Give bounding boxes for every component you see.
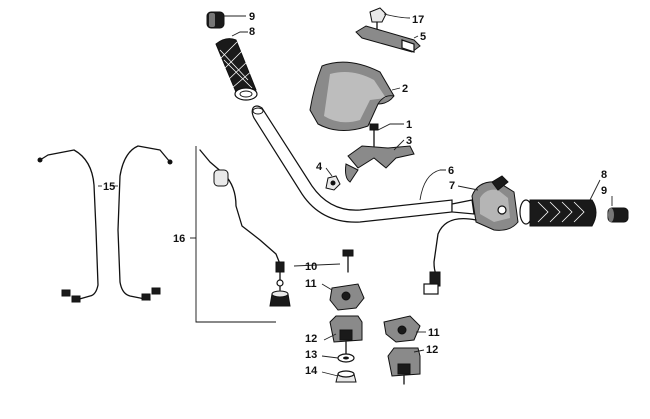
brake-cable-left (37, 149, 99, 303)
brake-cable-right (117, 145, 173, 301)
callout-9-right: 9 (601, 185, 607, 197)
callout-5: 5 (420, 31, 426, 43)
callout-2: 2 (402, 83, 408, 95)
mounting-bracket (345, 145, 415, 183)
throttle-cable-harness (423, 217, 477, 295)
nut (325, 175, 341, 191)
throttle-housing (451, 175, 519, 231)
clamp-cap-left (329, 283, 365, 311)
washer (337, 353, 355, 363)
handlebar-pad-clip (355, 25, 421, 53)
callout-12-right: 12 (426, 344, 438, 356)
callout-4: 4 (316, 161, 323, 173)
callout-17: 17 (412, 14, 424, 26)
callout-13: 13 (305, 349, 317, 361)
clamp-nut (335, 370, 357, 383)
callout-12-left: 12 (305, 333, 317, 345)
leader-lines (98, 13, 613, 377)
callout-10: 10 (305, 261, 317, 273)
callout-8-left: 8 (249, 26, 255, 38)
callout-3: 3 (406, 135, 412, 147)
clamp-bolt (342, 249, 354, 273)
handlebar-cover (309, 61, 395, 131)
bolt (369, 123, 379, 147)
callout-1: 1 (406, 119, 412, 131)
hand-grip-left (215, 38, 258, 101)
fastener (369, 7, 387, 31)
callout-15: 15 (103, 181, 115, 193)
callout-11-left: 11 (305, 278, 317, 290)
callout-7: 7 (449, 180, 455, 192)
throttle-cable-group (190, 146, 291, 323)
callout-6: 6 (448, 165, 454, 177)
clamp-base-right (387, 347, 421, 385)
callout-9-left: 9 (249, 11, 255, 23)
callout-11-right: 11 (428, 327, 440, 339)
callout-labels: 9 8 17 5 2 1 3 4 6 7 8 9 15 16 10 11 12 … (103, 11, 607, 377)
callout-8-right: 8 (601, 169, 607, 181)
clamp-cap-right (383, 315, 421, 343)
callout-16: 16 (173, 233, 185, 245)
clamp-base-left (329, 315, 363, 355)
hand-grip-right (519, 199, 597, 227)
callout-14: 14 (305, 365, 318, 377)
grip-end-cap-left (206, 11, 225, 29)
grip-end-cap-right (607, 207, 629, 223)
